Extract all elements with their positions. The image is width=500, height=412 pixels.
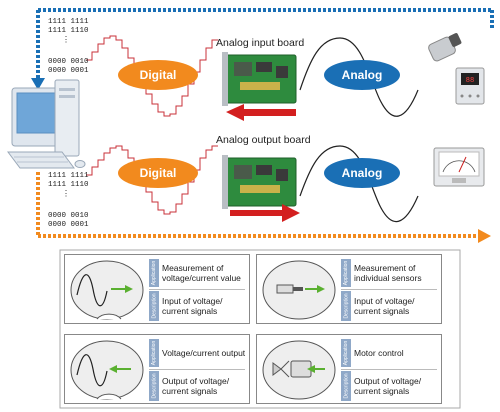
card-application-tab: Application xyxy=(149,259,159,287)
down-arrowhead-icon xyxy=(31,78,45,90)
card-application-tab: Application xyxy=(341,339,351,367)
bits-top-2: 0000 0010 0000 0001 xyxy=(48,58,89,75)
analog-oval-bottom: Analog xyxy=(324,158,400,188)
card-description-tab: Description xyxy=(341,291,351,321)
device-readout: 88 xyxy=(466,77,474,85)
cards-panel xyxy=(59,249,461,409)
card-application-text: Voltage/current output xyxy=(162,348,246,358)
card-voltage-output: Application Description Voltage/current … xyxy=(64,334,250,404)
card-description-text: Output of voltage/ current signals xyxy=(354,376,422,396)
sensor-icon xyxy=(428,33,462,62)
card-voltage-measurement: Application Description Measurement of v… xyxy=(64,254,250,324)
analog-meter-icon xyxy=(433,147,485,187)
card-application-text: Measurement of individual sensors xyxy=(354,263,422,283)
card-motor-control: Application Description Motor control Ou… xyxy=(256,334,442,404)
digital-oval-top: Digital xyxy=(118,60,198,90)
right-arrowhead-icon xyxy=(478,229,491,243)
sensor-display-icon xyxy=(262,260,336,320)
oscilloscope-display-icon xyxy=(70,260,144,320)
motor-display-icon xyxy=(262,340,336,400)
card-application-tab: Application xyxy=(149,339,159,367)
bits-bottom-1: 1111 1111 1111 1110 xyxy=(48,172,89,189)
red-left-arrow-icon xyxy=(226,104,296,121)
input-board-icon xyxy=(222,52,297,106)
red-right-arrow-icon xyxy=(230,204,300,222)
card-description-tab: Description xyxy=(341,371,351,401)
input-board-title: Analog input board xyxy=(216,37,305,49)
output-board-icon xyxy=(222,155,297,209)
digital-oval-bottom: Digital xyxy=(118,158,198,188)
bits-bottom-dots: ⋮ xyxy=(62,189,70,198)
card-application-tab: Application xyxy=(341,259,351,287)
card-description-text: Output of voltage/ current signals xyxy=(162,376,230,396)
card-description-text: Input of voltage/ current signals xyxy=(354,296,415,316)
analog-oval-top: Analog xyxy=(324,60,400,90)
card-application-text: Motor control xyxy=(354,348,404,358)
card-description-text: Input of voltage/ current signals xyxy=(162,296,223,316)
top-dotted-frame xyxy=(31,8,494,90)
card-description-tab: Description xyxy=(149,371,159,401)
output-board-title: Analog output board xyxy=(216,134,311,146)
card-sensor-measurement: Application Description Measurement of i… xyxy=(256,254,442,324)
display-device-icon: 88 xyxy=(455,67,485,105)
bits-bottom-2: 0000 0010 0000 0001 xyxy=(48,212,89,229)
output-display-icon xyxy=(70,340,144,400)
bottom-dotted-frame xyxy=(36,172,491,243)
card-application-text: Measurement of voltage/current value xyxy=(162,263,241,283)
bits-top-dots: ⋮ xyxy=(62,35,70,44)
bits-top-1: 1111 1111 1111 1110 xyxy=(48,18,89,35)
card-description-tab: Description xyxy=(149,291,159,321)
computer-icon xyxy=(7,79,86,169)
